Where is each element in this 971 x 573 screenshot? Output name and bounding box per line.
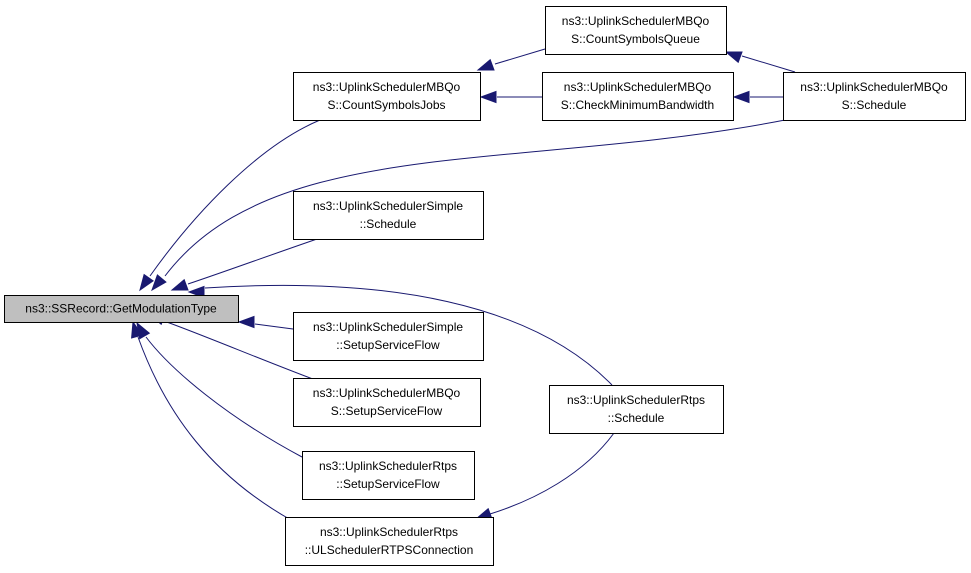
edge-line: [145, 336, 303, 458]
node-label-line: ns3::UplinkSchedulerRtps: [320, 525, 458, 539]
node-label-line: S::Schedule: [842, 98, 907, 112]
node-box: [302, 451, 475, 500]
node-label-line: S::SetupServiceFlow: [331, 404, 443, 418]
node-box: [285, 517, 494, 566]
node-label-line: ::Schedule: [608, 411, 665, 425]
node-box: [783, 72, 966, 121]
node-simple-setup-service-flow[interactable]: ns3::UplinkSchedulerSimple::SetupService…: [293, 312, 484, 361]
node-box: [293, 378, 481, 427]
node-box: [293, 191, 484, 240]
edge-line: [137, 336, 292, 521]
node-label-line: ::SetupServiceFlow: [336, 338, 440, 352]
node-label-line: ns3::UplinkSchedulerRtps: [567, 393, 705, 407]
node-box: [542, 72, 734, 121]
node-label-line: ::SetupServiceFlow: [336, 477, 440, 491]
node-label-line: ::ULSchedulerRTPSConnection: [305, 543, 474, 557]
nodes-layer: ns3::SSRecord::GetModulationTypens3::Upl…: [4, 6, 966, 566]
edge-mbqos_check_min_bandwidth-to-mbqos_count_symbols_jobs: [479, 90, 542, 104]
node-label-line: ns3::UplinkSchedulerSimple: [313, 199, 463, 213]
node-mbqos-check-min-bandwidth[interactable]: ns3::UplinkSchedulerMBQoS::CheckMinimumB…: [542, 72, 734, 121]
node-mbqos-count-symbols-queue[interactable]: ns3::UplinkSchedulerMBQoS::CountSymbolsQ…: [545, 6, 727, 55]
edge-line: [254, 323, 294, 330]
edge-rtps_schedule-to-root: [187, 284, 613, 386]
edges-layer: [131, 48, 796, 521]
node-box: [4, 295, 239, 323]
edge-line: [149, 119, 321, 277]
edge-line: [164, 119, 786, 277]
node-label-line: ns3::UplinkSchedulerRtps: [319, 459, 457, 473]
node-label-line: ns3::SSRecord::GetModulationType: [25, 302, 217, 316]
node-box: [293, 72, 481, 121]
arrowhead-icon: [732, 90, 750, 104]
edge-line: [187, 237, 321, 285]
node-label-line: ns3::UplinkSchedulerMBQo: [800, 80, 948, 94]
edge-mbqos_schedule-to-root: [151, 119, 786, 292]
arrowhead-icon: [170, 278, 189, 291]
arrowhead-icon: [724, 51, 743, 64]
edge-rtps_ul_connection-to-root: [131, 320, 292, 521]
arrowhead-icon: [237, 315, 255, 329]
edge-rtps_schedule-to-rtps_ul_connection: [474, 432, 615, 520]
arrowhead-icon: [131, 320, 144, 339]
node-label-line: ns3::UplinkSchedulerMBQo: [564, 80, 712, 94]
edge-mbqos_schedule-to-mbqos_count_symbols_queue: [724, 51, 796, 73]
arrowhead-icon: [479, 90, 497, 104]
node-rtps-ul-connection[interactable]: ns3::UplinkSchedulerRtps::ULSchedulerRTP…: [285, 517, 494, 566]
arrowhead-icon: [187, 285, 205, 299]
node-box: [549, 385, 724, 434]
node-label-line: ns3::UplinkSchedulerMBQo: [313, 386, 461, 400]
node-label-line: ns3::UplinkSchedulerSimple: [313, 320, 463, 334]
arrowhead-icon: [476, 58, 495, 71]
edge-line: [163, 320, 319, 382]
edge-mbqos_setup_service_flow-to-root: [147, 313, 319, 382]
arrowhead-icon: [151, 274, 167, 292]
node-label-line: ns3::UplinkSchedulerMBQo: [562, 14, 710, 28]
edge-line: [494, 48, 546, 65]
node-label-line: ns3::UplinkSchedulerMBQo: [313, 80, 461, 94]
node-rtps-setup-service-flow[interactable]: ns3::UplinkSchedulerRtps::SetupServiceFl…: [302, 451, 475, 500]
node-box: [293, 312, 484, 361]
node-rtps-schedule[interactable]: ns3::UplinkSchedulerRtps::Schedule: [549, 385, 724, 434]
node-label-line: S::CheckMinimumBandwidth: [561, 98, 714, 112]
edge-simple_setup_service_flow-to-root: [237, 315, 294, 330]
edge-simple_schedule-to-root: [170, 237, 321, 291]
arrowhead-icon: [139, 273, 154, 292]
edge-mbqos_count_symbols_jobs-to-root: [139, 119, 321, 292]
node-label-line: ::Schedule: [360, 217, 417, 231]
node-label-line: S::CountSymbolsQueue: [571, 32, 700, 46]
edge-line: [489, 432, 615, 515]
node-root[interactable]: ns3::SSRecord::GetModulationType: [4, 295, 239, 323]
node-mbqos-count-symbols-jobs[interactable]: ns3::UplinkSchedulerMBQoS::CountSymbolsJ…: [293, 72, 481, 121]
node-box: [545, 6, 727, 55]
edge-mbqos_count_symbols_queue-to-mbqos_count_symbols_jobs: [476, 48, 546, 71]
edge-line: [741, 55, 796, 73]
node-mbqos-setup-service-flow[interactable]: ns3::UplinkSchedulerMBQoS::SetupServiceF…: [293, 378, 481, 427]
node-simple-schedule[interactable]: ns3::UplinkSchedulerSimple::Schedule: [293, 191, 484, 240]
edge-line: [204, 284, 613, 386]
node-label-line: S::CountSymbolsJobs: [327, 98, 445, 112]
edge-mbqos_schedule-to-mbqos_check_min_bandwidth: [732, 90, 783, 104]
